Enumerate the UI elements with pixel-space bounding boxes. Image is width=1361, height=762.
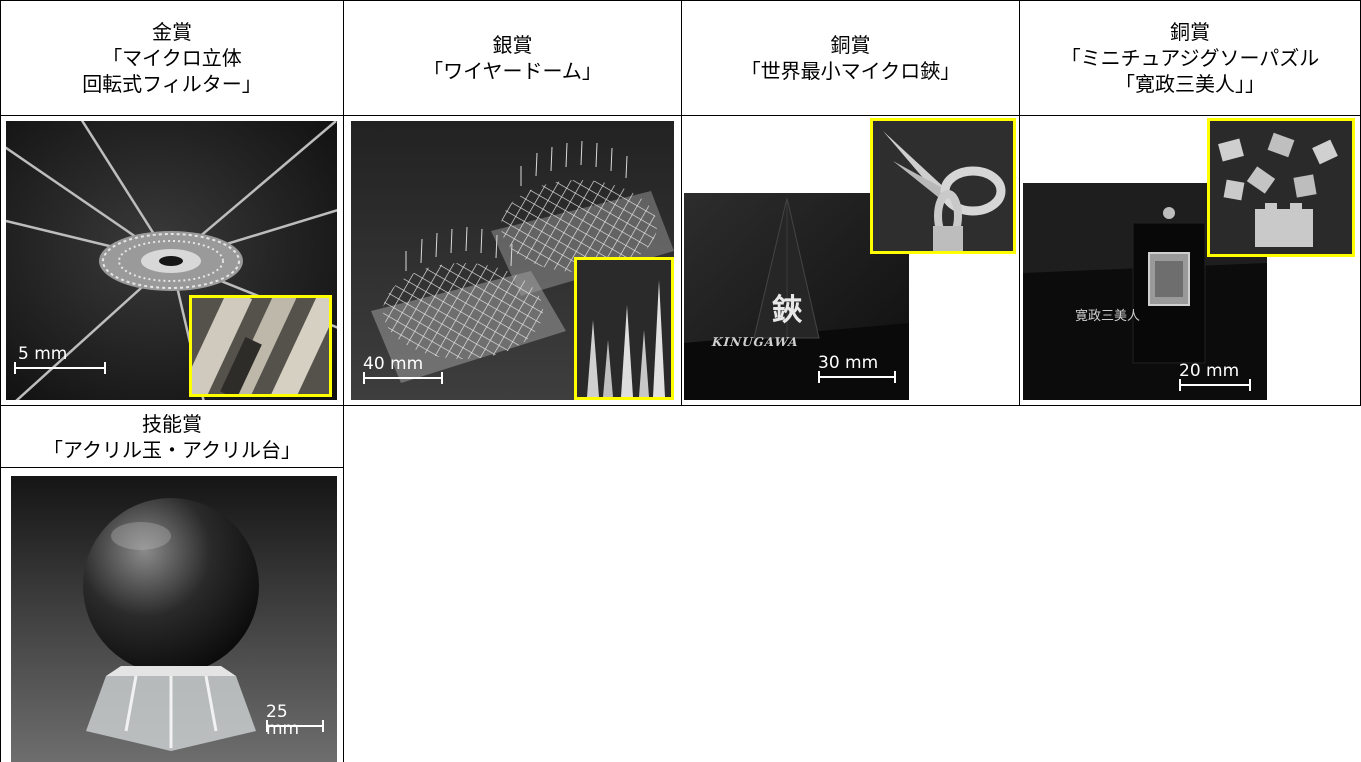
scale-bar: 5 mm (14, 344, 106, 374)
acrylic-ball-illustration (11, 476, 337, 762)
product-title-line: 「アクリル玉・アクリル台」 (43, 437, 301, 462)
header-bronze-2: 銅賞 「ミニチュアジグソーパズル 「寛政三美人」」 (1020, 1, 1360, 115)
zoom-inset (189, 295, 332, 397)
scale-label: 5 mm (18, 344, 68, 364)
header-skill: 技能賞 「アクリル玉・アクリル台」 (1, 406, 343, 467)
photo-micro-scissors: 鋏 KINUGAWA 30 mm (684, 193, 909, 400)
scale-bar: 40 mm (363, 354, 443, 384)
header-bronze-1: 銅賞 「世界最小マイクロ鋏」 (682, 1, 1019, 115)
photo-micro-filter: 5 mm (6, 121, 337, 400)
product-title-line: 回転式フィルター」 (82, 72, 262, 96)
award-label: 金賞 (152, 20, 192, 44)
scale-label: 20 mm (1179, 361, 1240, 381)
photo-wire-dome: 40 mm (351, 121, 674, 400)
award-label: 技能賞 (142, 411, 202, 436)
header-silver: 銀賞 「ワイヤードーム」 (344, 1, 681, 115)
product-title-line: 「ミニチュアジグソーパズル (1060, 46, 1320, 70)
award-label: 銅賞 (830, 33, 871, 57)
micro-filter-illustration (6, 121, 337, 400)
photo-acrylic-ball: 25 mm (11, 476, 337, 762)
product-title-line: 「寛政三美人」」 (1115, 72, 1265, 96)
photo-mini-jigsaw: 寛政三美人 20 mm (1023, 183, 1267, 400)
engraving-character: 鋏 (772, 293, 802, 328)
scale-label: 30 mm (818, 353, 879, 373)
header-gold: 金賞 「マイクロ立体 回転式フィルター」 (1, 1, 343, 115)
brand-label: KINUGAWA (710, 335, 801, 349)
zoom-inset (870, 118, 1016, 254)
product-title-line: 「世界最小マイクロ鋏」 (740, 59, 961, 83)
scale-label: 25 mm (266, 702, 300, 739)
scale-bar: 20 mm (1179, 361, 1251, 391)
jigsaw-display-illustration (1023, 183, 1267, 400)
award-label: 銀賞 (492, 33, 533, 57)
engraving-text: 寛政三美人 (1075, 309, 1141, 324)
product-title-line: 「ワイヤードーム」 (423, 59, 602, 83)
scissors-display-illustration (684, 193, 909, 400)
scale-label: 40 mm (363, 354, 424, 374)
zoom-inset (1207, 118, 1355, 257)
product-title-line: 「マイクロ立体 (102, 46, 242, 70)
scale-bar: 30 mm (818, 353, 896, 383)
scale-bar: 25 mm (266, 704, 324, 738)
award-label: 銅賞 (1170, 20, 1210, 44)
zoom-inset (574, 257, 674, 400)
